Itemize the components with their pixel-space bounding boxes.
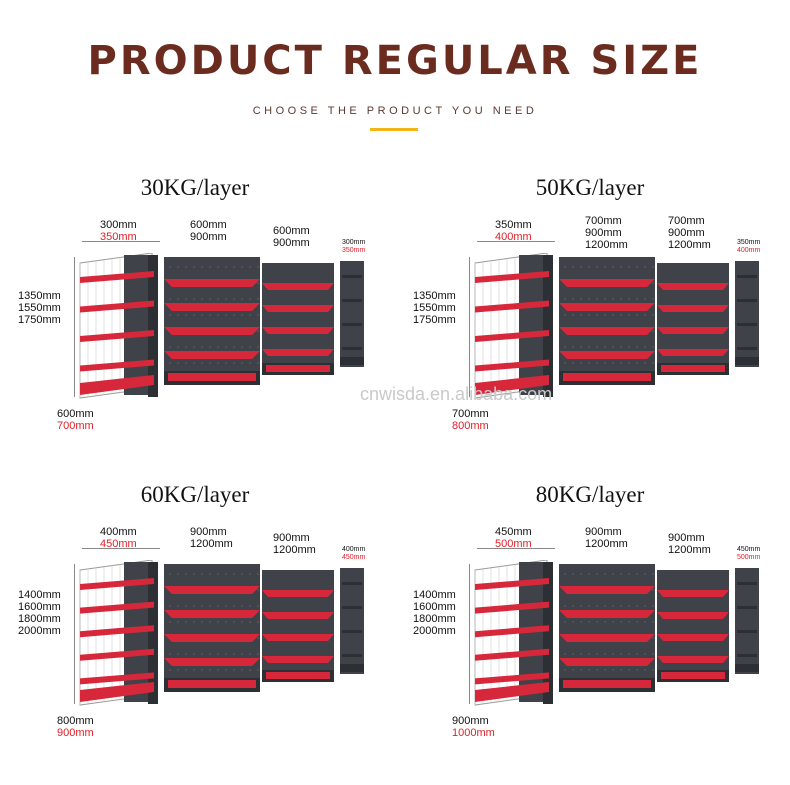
watermark: cnwisda.en.alibaba.com [360,384,553,404]
height-line [74,257,75,397]
panel-title: 30KG/layer [140,175,250,200]
dimension-line [477,241,555,242]
page-subtitle: CHOOSE THE PRODUCT YOU NEED [252,105,538,117]
height-line [469,257,470,397]
dimension-line [82,548,160,549]
shelf-illustration [474,560,759,706]
height-line [469,564,470,704]
shelf-illustration [474,253,759,399]
dimension-line [477,548,555,549]
height-line [74,564,75,704]
panel-title: 60KG/layer [140,482,250,507]
shelf-illustration [79,253,364,399]
panel-title: 80KG/layer [535,482,645,507]
accent-underline [370,128,418,131]
panel-title: 50KG/layer [535,175,645,200]
page-title: PRODUCT REGULAR SIZE [87,38,703,84]
shelf-illustration [79,560,364,706]
dimension-line [82,241,160,242]
